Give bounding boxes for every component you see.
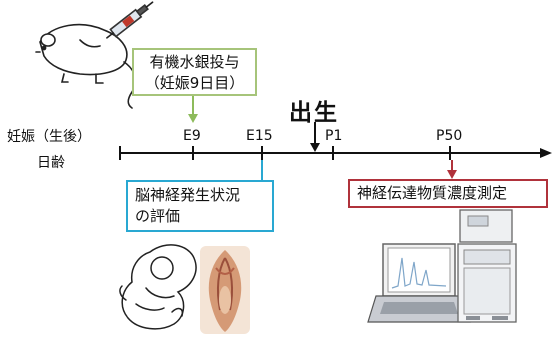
evaluation-title: 脳神経発生状況 [135,186,241,204]
tick-label-p50: P50 [436,128,463,144]
timeline-arrowhead [540,148,552,158]
tick-label-p1: P1 [325,128,343,144]
measurement-box: 神経伝達物質濃度測定 [348,179,548,208]
exposure-box: 有機水銀投与 （妊娠9日目） [132,48,257,96]
measurement-title: 神経伝達物質濃度測定 [357,184,508,202]
tick-label-e15: E15 [246,128,273,144]
embryo-drawing [119,244,197,330]
tick-label-e9: E9 [183,128,201,144]
hplc-equipment [367,209,517,323]
exposure-arrowhead [188,114,198,123]
evaluation-box: 脳神経発生状況 の評価 [126,180,274,232]
birth-arrowhead [310,143,320,152]
brain-section-photo [200,246,250,334]
evaluation-subtitle: の評価 [135,207,181,225]
axis-label-days: 日齢 [37,155,65,171]
exposure-subtitle: （妊娠9日目） [144,74,245,92]
measurement-arrowhead [447,170,457,179]
exposure-title: 有機水銀投与 [149,53,240,71]
birth-label: 出生 [289,100,339,126]
mouse-with-syringe [35,1,154,109]
axis-label-gestation: 妊娠（生後） [7,129,91,145]
